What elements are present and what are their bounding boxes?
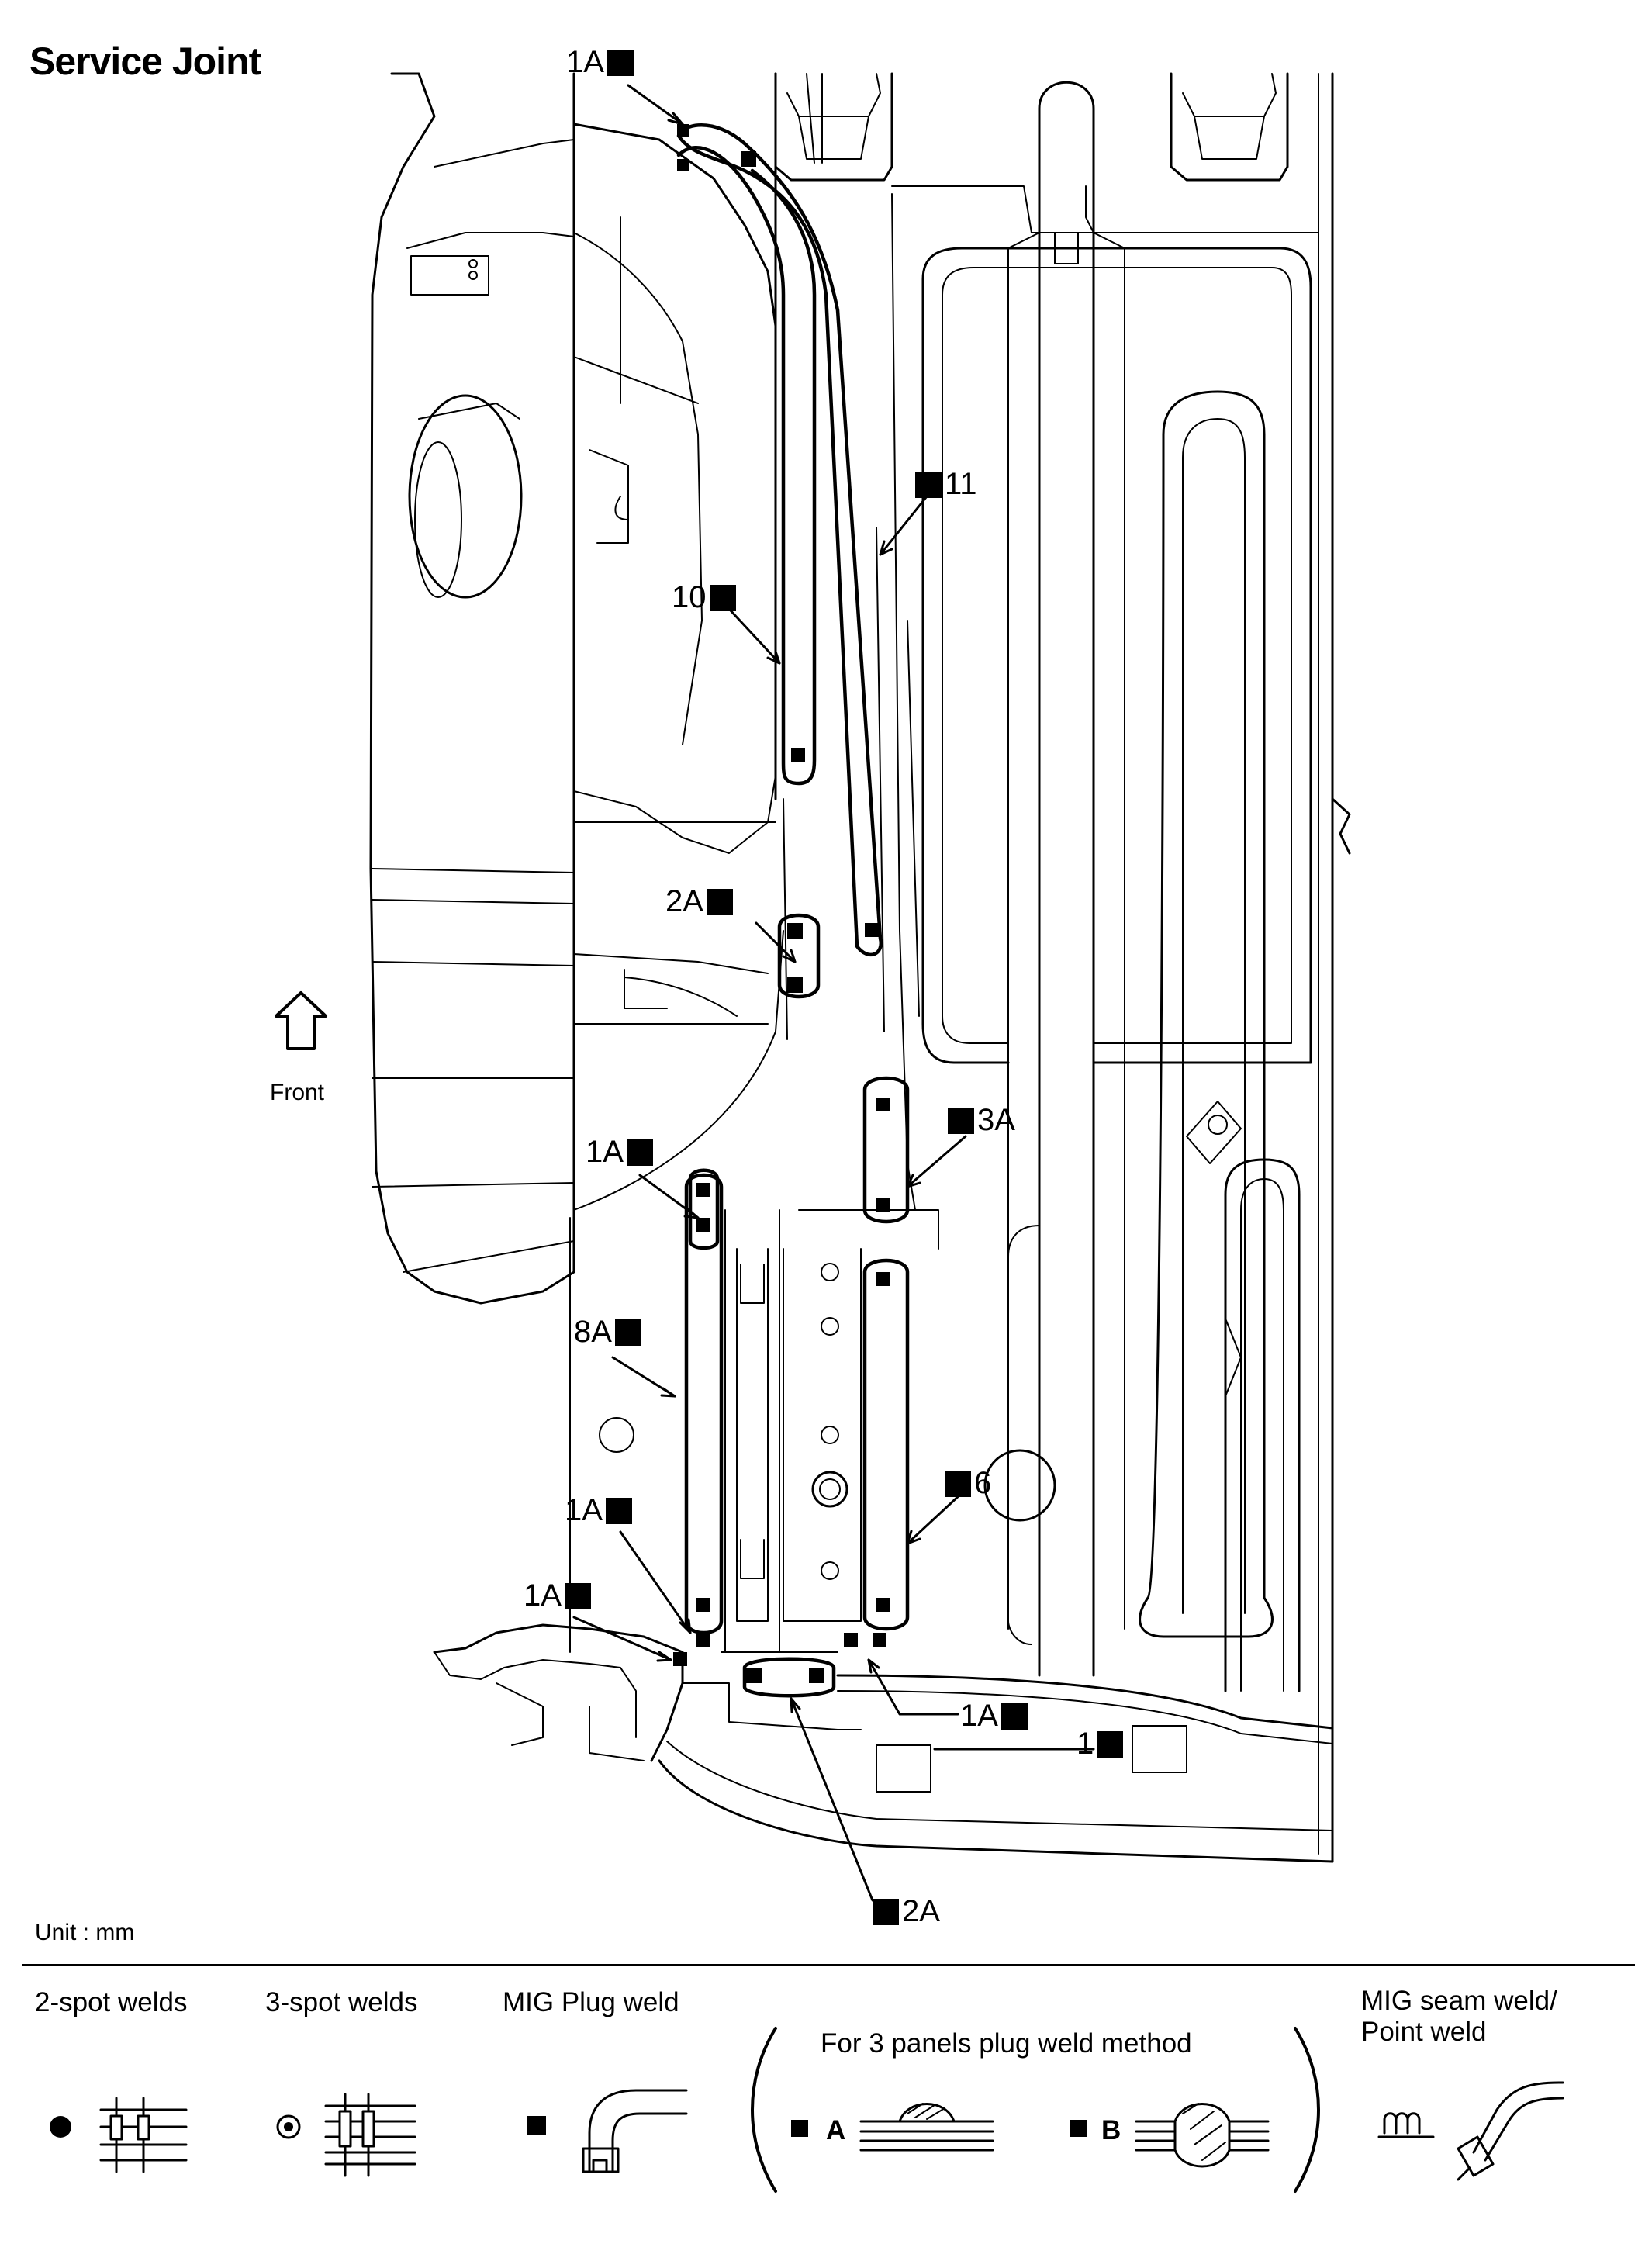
legend-a-label: A [826,2115,846,2145]
legend-three-spot-label: 3-spot welds [265,1987,418,2017]
weld-point [696,1218,710,1232]
wheel-hub-outline [408,394,523,599]
weld-loop-6 [862,1258,910,1631]
plug-weld-marker [915,471,942,498]
mig-plug-weld-icon [527,2116,546,2135]
legend-three-panel-label: For 3 panels plug weld method [821,2028,1192,2059]
rear-bumper-outline [433,1623,684,1762]
weld-loop-8a [684,1173,724,1635]
weld-loop-2a-lower [742,1657,836,1698]
plug-weld-marker [614,1319,641,1346]
legend-mig-plug-label: MIG Plug weld [503,1987,679,2017]
plug-weld-marker [873,1898,899,1925]
rear-panel-outline [658,1759,1334,1863]
callout-1: 1 [1077,1727,1124,1761]
weld-point [787,923,803,939]
callout-text: 11 [945,467,977,501]
up-arrow-icon [275,991,327,1050]
legend-point-weld-label: Point weld [1361,2017,1487,2047]
weld-point [696,1598,710,1612]
center-tunnel [1038,81,1095,1677]
weld-loop-2a-upper [777,913,821,999]
weld-point [809,1668,824,1683]
weld-loop-10 [676,145,817,786]
weld-loop-11 [676,123,883,956]
weld-loop-3a [862,1076,910,1224]
weld-point [876,1198,890,1212]
callout-text: 1 [1077,1727,1094,1761]
lower-center-panel [724,1209,780,1653]
callout-1a-bottom-left: 1A [524,1578,591,1613]
callout-text: 3A [977,1103,1015,1137]
weld-point [696,1183,710,1197]
front-label: Front [270,1080,325,1105]
legend-divider [22,1964,1635,1966]
weld-loop-1a-mid [688,1168,720,1250]
mig-seam-weld-icon [1377,2112,1435,2138]
plug-weld-a-icon [791,2120,808,2137]
callout-11: 11 [915,467,977,502]
callout-6: 6 [945,1466,991,1501]
callout-text: 6 [974,1466,992,1500]
callout-text: 1A [565,1493,603,1527]
weld-point [673,1652,687,1666]
plug-weld-marker [706,888,733,915]
callout-3a: 3A [948,1103,1015,1138]
callout-10: 10 [672,580,736,615]
weld-point [741,151,756,167]
weld-point [865,923,879,937]
legend-b-label: B [1101,2115,1121,2145]
weld-point [746,1668,762,1683]
weld-point [787,977,803,993]
callout-text: 1A [960,1699,998,1733]
lower-rib [1224,1158,1301,1692]
callout-text: 1A [586,1135,624,1169]
seat-bracket-right [1170,72,1289,182]
legend-two-spot-label: 2-spot welds [35,1987,188,2017]
wheel-housing-outline [369,72,575,1305]
callout-1a-bottom-right: 1A [960,1699,1028,1734]
callout-1a-mid: 1A [586,1135,653,1170]
weld-point [696,1633,710,1647]
unit-label: Unit : mm [35,1920,135,1945]
callout-text: 2A [902,1894,940,1928]
weld-point [876,1098,890,1111]
callout-text: 10 [672,580,707,614]
weld-point [873,1633,886,1647]
callout-1a-lower: 1A [565,1493,632,1528]
plug-weld-marker [945,1470,971,1497]
rib-outer [1139,390,1274,1638]
plug-weld-marker [626,1139,653,1166]
plug-weld-marker [948,1107,974,1134]
plug-weld-marker [564,1582,591,1609]
weld-point [876,1598,890,1612]
callout-8a: 8A [574,1315,641,1350]
three-spot-weld-icon [276,2114,301,2139]
callout-2a-upper: 2A [665,884,733,919]
plug-weld-marker [607,49,634,76]
plug-weld-b-icon [1070,2120,1087,2137]
callout-text: 8A [574,1315,612,1349]
two-spot-weld-icon [50,2116,71,2138]
seat-bracket-left [774,72,893,182]
callout-text: 1A [566,45,604,79]
legend-mig-seam-label: MIG seam weld/ [1361,1986,1557,2016]
callout-2a-lower: 2A [873,1894,940,1929]
callout-text: 1A [524,1578,562,1613]
plug-weld-marker [605,1497,632,1524]
page-title: Service Joint [29,40,261,83]
callout-text: 2A [665,884,703,918]
plug-weld-marker [709,584,736,611]
weld-point [791,748,805,762]
floor-frame-outer [921,247,1312,1064]
weld-point [677,159,689,171]
plug-weld-marker [1001,1703,1028,1730]
weld-point [677,124,689,137]
weld-point [844,1633,858,1647]
weld-point [876,1272,890,1286]
plug-weld-marker [1097,1730,1124,1758]
callout-1a-top: 1A [566,45,634,80]
